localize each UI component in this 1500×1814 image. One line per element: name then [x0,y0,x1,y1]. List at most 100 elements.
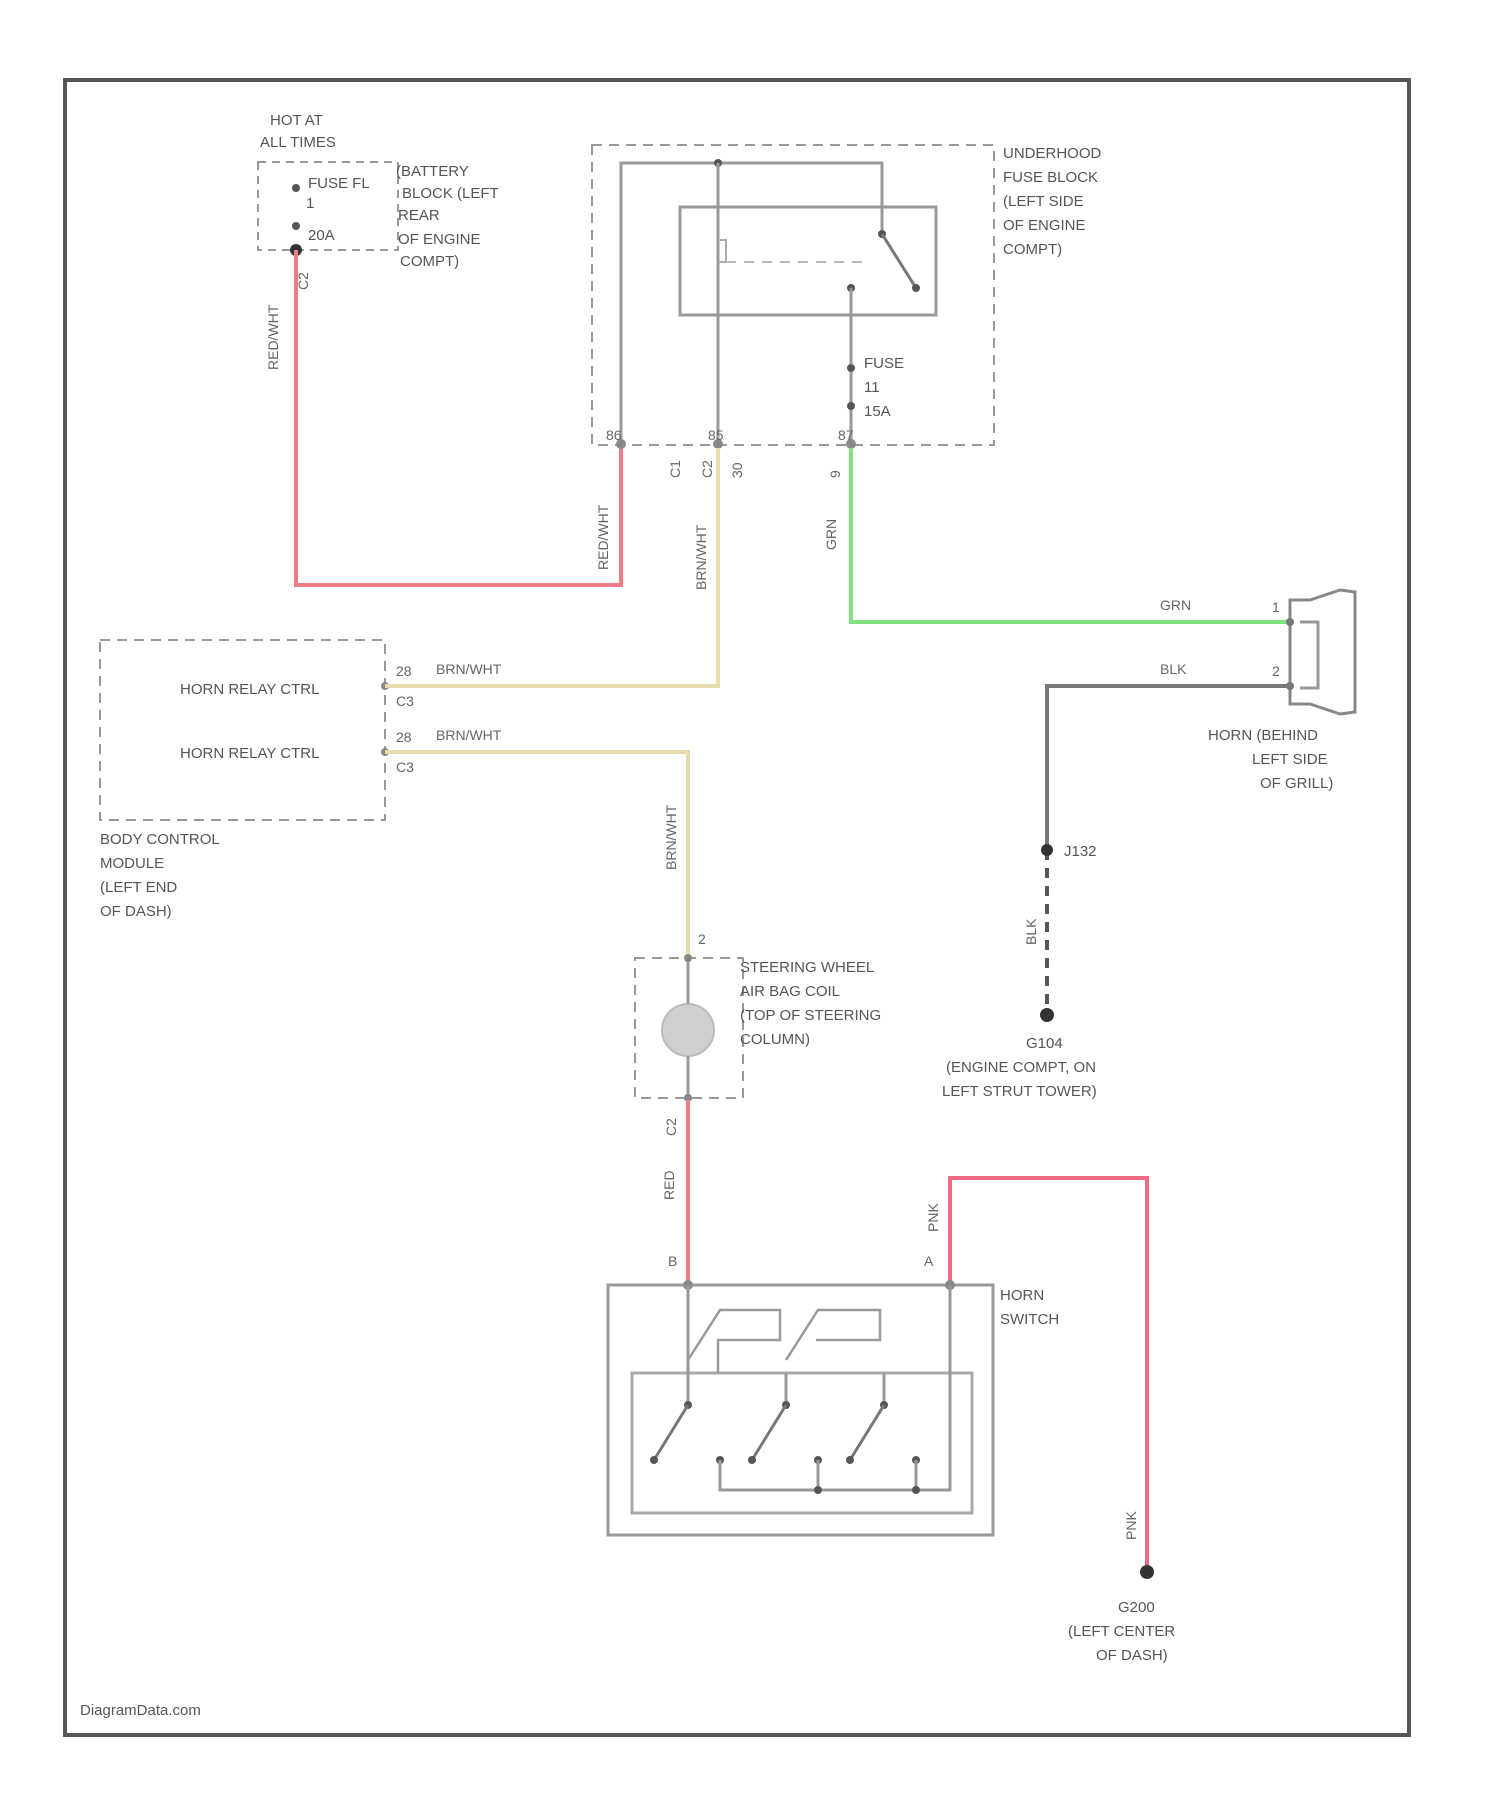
pin-9-label: 9 [827,470,843,478]
wire-label-blk-1: BLK [1160,661,1187,677]
underhood-fuse-block-outline [592,145,994,445]
fuse-f-terminal-top [847,364,855,372]
wire-brn-wht-lower [385,752,688,955]
battery-block-label-3: REAR [398,207,440,224]
bcm-label-2: MODULE [100,855,164,872]
horn-switch-label-1: HORN [1000,1287,1044,1304]
underhood-label-3: (LEFT SIDE [1003,193,1084,210]
coil-pin-c2-label: C2 [663,1118,679,1136]
switch-3-arm [850,1405,884,1460]
horn-pin-1-label: 1 [1272,599,1280,615]
switch-3-contact [846,1456,854,1464]
horn-coil-icon [1300,622,1318,688]
wire-pnk [950,1178,1147,1572]
underhood-label-1: UNDERHOOD [1003,145,1102,162]
battery-block-label-5: COMPT) [400,253,459,270]
horn-pin-2-label: 2 [1272,663,1280,679]
bcm-pin-1-label: HORN RELAY CTRL [180,681,319,698]
ground2-label-3: OF DASH) [1096,1647,1168,1664]
pin-c3b-label: C3 [396,759,414,775]
horn-switch-label-2: SWITCH [1000,1311,1059,1328]
fuse-fl-terminal-top [292,184,300,192]
battery-block-label-1: (BATTERY [396,163,469,180]
pin-87-label: 87 [838,427,854,443]
fuse-f-name: FUSE [864,355,904,372]
switch-2-contact [748,1456,756,1464]
wire-label-red: RED [661,1170,677,1200]
battery-block-label-2: BLOCK (LEFT [402,185,499,202]
wire-red-wht [296,250,621,585]
underhood-label-5: COMPT) [1003,241,1062,258]
ground1-label-2: (ENGINE COMPT, ON [946,1059,1096,1076]
fuse-f-terminal-bottom [847,402,855,410]
wire-label-grn-2: GRN [1160,597,1191,613]
switch-return-node-2 [912,1486,920,1494]
coil-pin-top [684,954,692,962]
underhood-label-4: OF ENGINE [1003,217,1086,234]
wire-grn [851,448,1290,622]
ground-g104 [1040,1008,1054,1022]
horn-label-1: HORN (BEHIND [1208,727,1318,744]
pin-c1-label: C1 [667,460,683,478]
underhood-label-2: FUSE BLOCK [1003,169,1098,186]
watermark: DiagramData.com [80,1702,201,1719]
horn-switch-bridge-1 [688,1310,780,1373]
fuse-fl-number: 1 [306,195,314,212]
bcm-label-1: BODY CONTROL [100,831,220,848]
bcm-pin-2-label: HORN RELAY CTRL [180,745,319,762]
relay-contact-end [912,284,920,292]
wire-label-brn-wht-1: BRN/WHT [436,661,502,677]
wire-blk [1047,686,1290,850]
horn-pin-1 [1286,618,1294,626]
pin-86-label: 86 [606,427,622,443]
horn-switch-outer [608,1285,993,1535]
wire-label-grn-1: GRN [823,519,839,550]
horn-symbol [1290,590,1355,714]
battery-block-label-4: OF ENGINE [398,231,481,248]
pin-30-label: 30 [729,462,745,478]
splice-j132 [1041,844,1053,856]
horn-switch-inner [632,1373,972,1513]
hot-label-2: ALL TIMES [260,134,336,151]
pin-85-label: 85 [708,427,724,443]
wire-label-brn-wht-3: BRN/WHT [693,524,709,590]
wire-label-pnk-2: PNK [1123,1511,1139,1540]
wire-brn-wht-upper [385,448,718,686]
ground2-label-1: G200 [1118,1599,1155,1616]
horn-switch-lead-a [787,1285,950,1490]
ground-g200 [1140,1565,1154,1579]
horn-label-2: LEFT SIDE [1252,751,1328,768]
fuse-fl-terminal-bottom [292,222,300,230]
clockspring-icon [662,1004,714,1056]
airbag-label-2: AIR BAG COIL [740,983,840,1000]
wire-label-brn-wht-2: BRN/WHT [436,727,502,743]
switch-1-arm [654,1405,688,1460]
bcm-outline [100,640,385,820]
wire-label-red-wht-1: RED/WHT [265,304,281,370]
coil-pin-2-label: 2 [698,931,706,947]
horn-switch-pin-b-label: B [668,1253,677,1269]
switch-2-arm [752,1405,786,1460]
horn-switch-pin-a-label: A [924,1253,934,1269]
switch-1-contact [650,1456,658,1464]
wire-label-blk-2: BLK [1023,918,1039,945]
pin-c2-label: C2 [699,460,715,478]
bcm-label-4: OF DASH) [100,903,172,920]
ground1-label-3: LEFT STRUT TOWER) [942,1083,1097,1100]
splice-label: J132 [1064,843,1097,860]
airbag-label-1: STEERING WHEEL [740,959,874,976]
airbag-label-3: (TOP OF STEERING [740,1007,881,1024]
wire-label-pnk-1: PNK [925,1203,941,1232]
fuse-f-rating: 15A [864,403,891,420]
fuse-fl-name: FUSE FL [308,175,370,192]
horn-label-3: OF GRILL) [1260,775,1333,792]
hot-label-1: HOT AT [270,112,323,129]
airbag-label-4: COLUMN) [740,1031,810,1048]
fuse-fl-rating: 20A [308,227,335,244]
bcm-label-3: (LEFT END [100,879,177,896]
switch-return-node-1 [814,1486,822,1494]
ground2-label-2: (LEFT CENTER [1068,1623,1175,1640]
wire-label-brn-wht-4: BRN/WHT [663,804,679,870]
horn-switch-bridge-2 [786,1310,880,1360]
